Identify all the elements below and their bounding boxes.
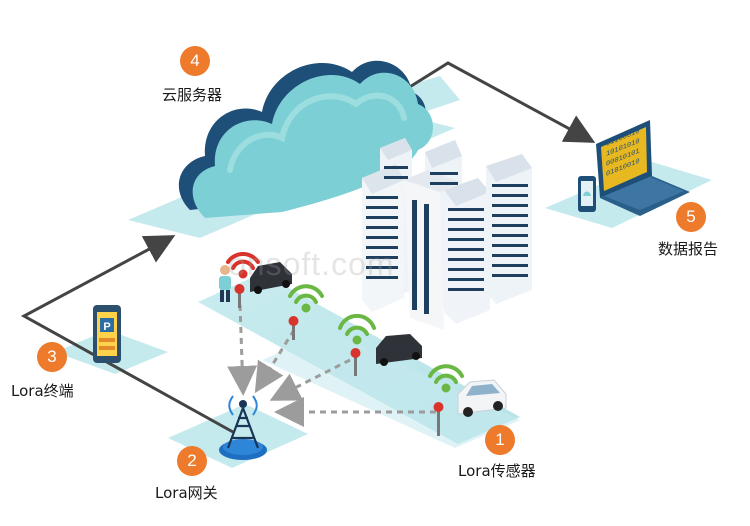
wifi-red-icon (226, 252, 260, 279)
arrow-terminal-to-cloud (20, 235, 234, 434)
badge-lora-gateway: 2 (177, 446, 207, 476)
person-icon (219, 265, 231, 302)
badge-lora-sensor: 1 (485, 425, 515, 455)
wifi-green-icon (288, 284, 324, 313)
lora-terminal-phone-icon: P (93, 305, 121, 363)
car-dark-icon (250, 262, 292, 294)
wifi-green-icon (338, 313, 376, 345)
cloud-highlight (227, 92, 407, 173)
label-data-report: 数据报告 (658, 240, 719, 258)
watermark: onsoft.com (228, 246, 395, 282)
badge-cloud-server: 4 (180, 46, 210, 76)
car-dark-icon (376, 334, 422, 366)
road-platform-lower (262, 330, 520, 448)
flow-arrows (20, 61, 596, 434)
parking-sign-glyph: P (103, 321, 110, 333)
wifi-green-icon (428, 364, 464, 393)
tablet-icon (578, 176, 596, 212)
badge-data-report: 5 (676, 202, 706, 232)
city-buildings-icon (362, 138, 532, 330)
label-cloud-server: 云服务器 (162, 86, 223, 104)
wifi-signal-icons (226, 252, 464, 393)
badge-lora-terminal: 3 (37, 342, 67, 372)
label-lora-terminal: Lora终端 (11, 382, 74, 400)
car-white-icon (457, 379, 507, 417)
sensor-signal-arrows (227, 304, 436, 427)
lora-gateway-tower-icon (219, 395, 267, 460)
arrow-cloud-to-report (399, 61, 596, 143)
parking-sensor-posts (234, 284, 444, 436)
label-lora-sensor: Lora传感器 (458, 462, 536, 480)
label-lora-gateway: Lora网关 (155, 484, 218, 502)
